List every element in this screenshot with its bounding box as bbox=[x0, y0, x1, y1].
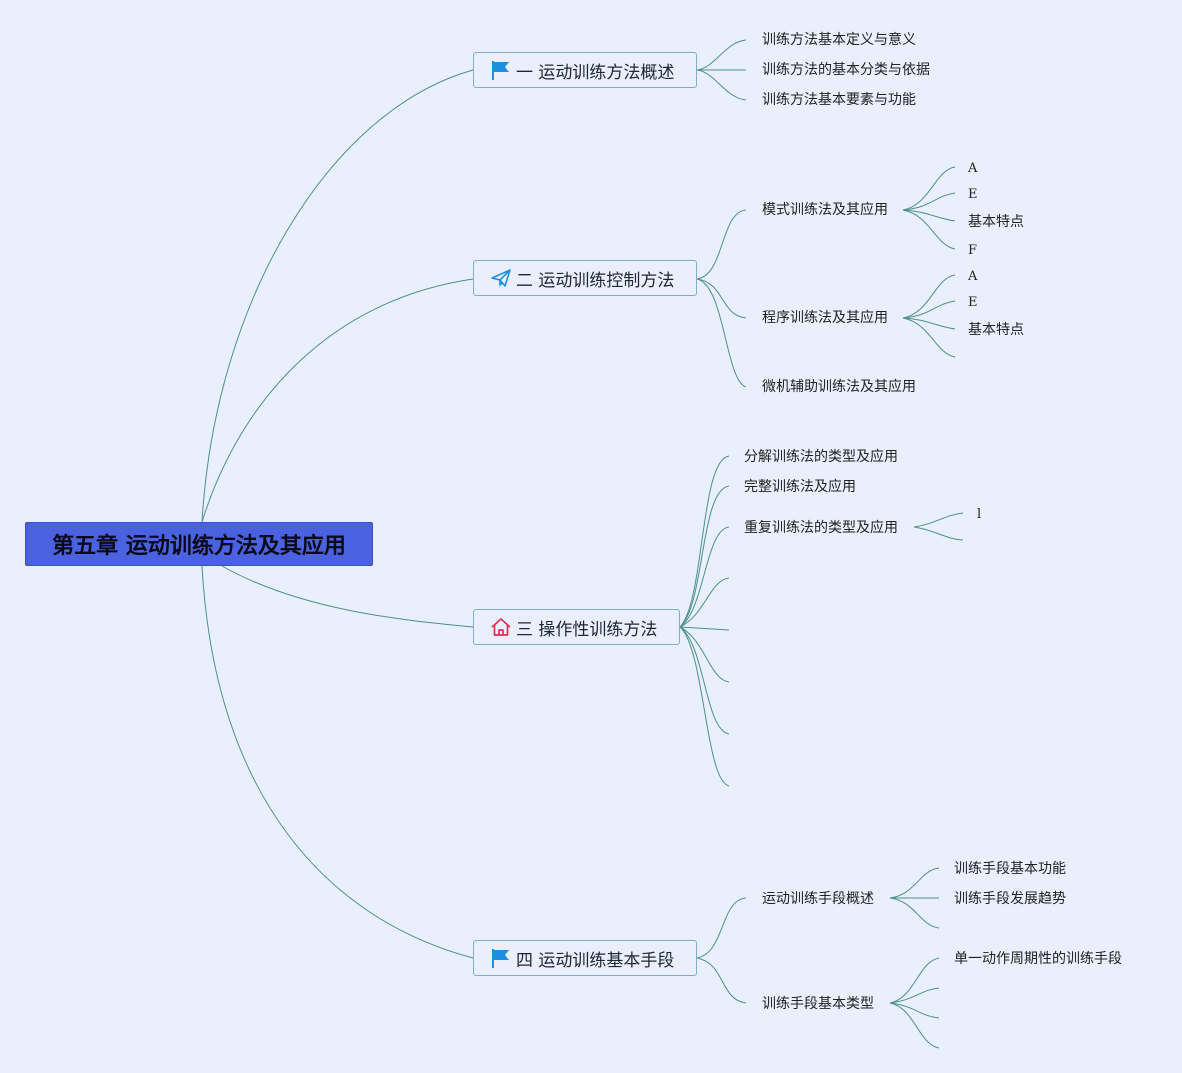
topic-program-training[interactable]: 程序训练法及其应用 bbox=[762, 310, 888, 326]
root-label: 第五章 运动训练方法及其应用 bbox=[52, 534, 346, 559]
branch-2-label: 二 运动训练控制方法 bbox=[516, 270, 675, 291]
mode-child-f[interactable]: F bbox=[968, 243, 978, 258]
branch-3[interactable]: 三 操作性训练方法 bbox=[473, 609, 680, 645]
types-child-1[interactable]: 单一动作周期性的训练手段 bbox=[954, 951, 1122, 967]
topic-decompose-training[interactable]: 分解训练法的类型及应用 bbox=[744, 449, 898, 465]
branch-1-label: 一 运动训练方法概述 bbox=[516, 62, 675, 83]
program-child-features[interactable]: 基本特点 bbox=[968, 322, 1024, 338]
branch-2[interactable]: 二 运动训练控制方法 bbox=[473, 260, 697, 296]
topic-micro-training[interactable]: 微机辅助训练法及其应用 bbox=[762, 379, 916, 395]
topic-mode-training[interactable]: 模式训练法及其应用 bbox=[762, 202, 888, 218]
topic-b1-1[interactable]: 训练方法基本定义与意义 bbox=[762, 32, 916, 48]
house-icon bbox=[490, 616, 512, 638]
repeat-child-l[interactable]: l bbox=[977, 507, 982, 522]
program-child-a[interactable]: A bbox=[968, 269, 978, 284]
branch-4-label: 四 运动训练基本手段 bbox=[516, 950, 675, 971]
overview-child-2[interactable]: 训练手段发展趋势 bbox=[954, 891, 1066, 907]
topic-b1-2[interactable]: 训练方法的基本分类与依据 bbox=[762, 62, 930, 78]
branch-4[interactable]: 四 运动训练基本手段 bbox=[473, 940, 697, 976]
program-child-e[interactable]: E bbox=[968, 295, 978, 310]
branch-1[interactable]: 一 运动训练方法概述 bbox=[473, 52, 697, 88]
mode-child-e[interactable]: E bbox=[968, 187, 978, 202]
root-topic[interactable]: 第五章 运动训练方法及其应用 bbox=[25, 522, 373, 566]
topic-means-overview[interactable]: 运动训练手段概述 bbox=[762, 891, 874, 907]
topic-means-types[interactable]: 训练手段基本类型 bbox=[762, 996, 874, 1012]
topic-b1-3[interactable]: 训练方法基本要素与功能 bbox=[762, 92, 916, 108]
topic-complete-training[interactable]: 完整训练法及应用 bbox=[744, 479, 856, 495]
flag-icon bbox=[490, 59, 512, 81]
overview-child-1[interactable]: 训练手段基本功能 bbox=[954, 861, 1066, 877]
paper-plane-icon bbox=[490, 267, 512, 289]
flag-icon bbox=[490, 947, 512, 969]
mode-child-features[interactable]: 基本特点 bbox=[968, 214, 1024, 230]
branch-3-label: 三 操作性训练方法 bbox=[516, 619, 658, 640]
mode-child-a[interactable]: A bbox=[968, 161, 978, 176]
topic-repeat-training[interactable]: 重复训练法的类型及应用 bbox=[744, 520, 898, 536]
